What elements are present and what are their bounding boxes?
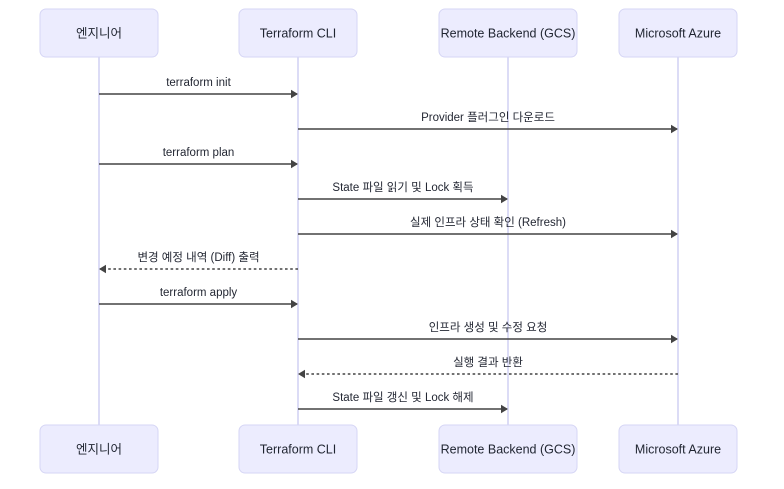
actor-label-microsoft-azure: Microsoft Azure [635,26,721,40]
actor-label-remote-backend: Remote Backend (GCS) [441,442,576,456]
message-m2[interactable]: Provider 플러그인 다운로드 [298,111,678,134]
message-m3[interactable]: terraform plan [99,147,298,169]
message-label: 인프라 생성 및 수정 요청 [429,321,548,334]
message-m8[interactable]: 인프라 생성 및 수정 요청 [298,321,678,344]
message-m6[interactable]: 변경 예정 내역 (Diff) 출력 [99,250,298,274]
actor-label-remote-backend: Remote Backend (GCS) [441,26,576,40]
arrow-head-icon [501,404,508,414]
actor-box-engineer-top[interactable]: 엔지니어 [39,8,159,58]
actor-box-shape [39,424,159,474]
message-m4[interactable]: State 파일 읽기 및 Lock 획득 [298,180,508,204]
actor-label-microsoft-azure: Microsoft Azure [635,442,721,456]
actor-label-terraform-cli: Terraform CLI [260,26,336,40]
message-m9[interactable]: 실행 결과 반환 [298,356,678,379]
actor-box-remote-backend-bottom[interactable]: Remote Backend (GCS) [438,424,578,474]
actor-box-shape [238,424,358,474]
actor-boxes-top: 엔지니어 Terraform CLI Remote Backend (GCS) Mic… [39,8,738,58]
message-label: Provider 플러그인 다운로드 [421,111,555,124]
message-m7[interactable]: terraform apply [99,287,298,309]
actor-label-engineer: 엔지니어 [76,26,122,40]
message-label: terraform init [166,77,231,89]
arrow-head-icon [501,194,508,204]
actor-label-terraform-cli: Terraform CLI [260,442,336,456]
message-label: terraform apply [160,287,238,299]
actor-box-shape [39,8,159,58]
arrow-head-icon [291,89,298,99]
actor-box-shape [238,8,358,58]
message-m10[interactable]: State 파일 갱신 및 Lock 해제 [298,390,508,414]
actor-box-remote-backend-top[interactable]: Remote Backend (GCS) [438,8,578,58]
arrow-head-icon [298,369,305,379]
actor-box-shape [438,8,578,58]
message-label: 실행 결과 반환 [453,356,523,369]
actor-box-shape [438,424,578,474]
actor-box-microsoft-azure-top[interactable]: Microsoft Azure [618,8,738,58]
actor-box-terraform-cli-top[interactable]: Terraform CLI [238,8,358,58]
actor-boxes-bottom: 엔지니어 Terraform CLI Remote Backend (GCS) Mic… [39,424,738,474]
actor-box-terraform-cli-bottom[interactable]: Terraform CLI [238,424,358,474]
lifelines-layer [98,57,679,427]
actor-box-engineer-bottom[interactable]: 엔지니어 [39,424,159,474]
message-label: State 파일 읽기 및 Lock 획득 [332,180,473,194]
actor-box-shape [618,424,738,474]
actor-box-microsoft-azure-bottom[interactable]: Microsoft Azure [618,424,738,474]
actor-label-engineer: 엔지니어 [76,442,122,456]
message-label: 실제 인프라 상태 확인 (Refresh) [410,216,566,229]
message-m1[interactable]: terraform init [99,77,298,99]
arrow-head-icon [671,124,678,134]
arrow-head-icon [291,159,298,169]
message-m5[interactable]: 실제 인프라 상태 확인 (Refresh) [298,216,678,239]
message-label: State 파일 갱신 및 Lock 해제 [332,390,473,404]
message-label: terraform plan [163,147,235,159]
actor-box-shape [618,8,738,58]
arrow-head-icon [671,229,678,239]
arrow-head-icon [291,299,298,309]
arrow-head-icon [671,334,678,344]
message-label: 변경 예정 내역 (Diff) 출력 [137,250,259,264]
arrow-head-icon [99,264,106,274]
